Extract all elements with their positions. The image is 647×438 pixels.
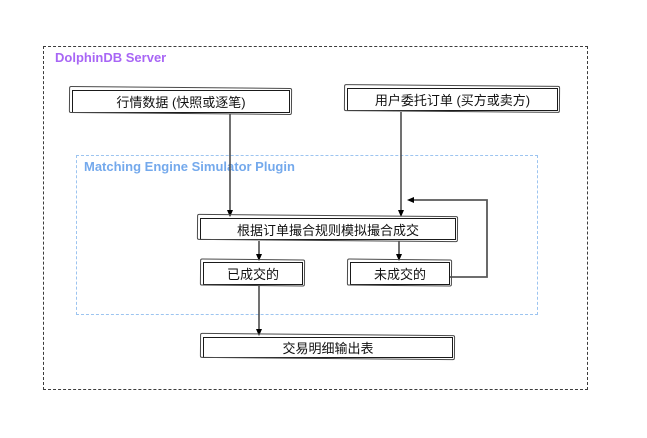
node-trade-detail-output-table: 交易明细输出表 <box>203 337 453 358</box>
node-matching-rule: 根据订单撮合规则模拟撮合成交 <box>200 218 456 240</box>
matching-engine-plugin-title: Matching Engine Simulator Plugin <box>84 159 295 174</box>
node-user-orders: 用户委托订单 (买方或卖方) <box>347 88 558 111</box>
node-market-data: 行情数据 (快照或逐笔) <box>72 90 290 113</box>
node-filled-orders: 已成交的 <box>203 262 303 285</box>
dolphindb-server-group <box>43 46 588 390</box>
matching-engine-plugin-group <box>76 155 538 315</box>
dolphindb-server-title: DolphinDB Server <box>55 50 167 65</box>
node-unfilled-orders: 未成交的 <box>350 262 450 285</box>
